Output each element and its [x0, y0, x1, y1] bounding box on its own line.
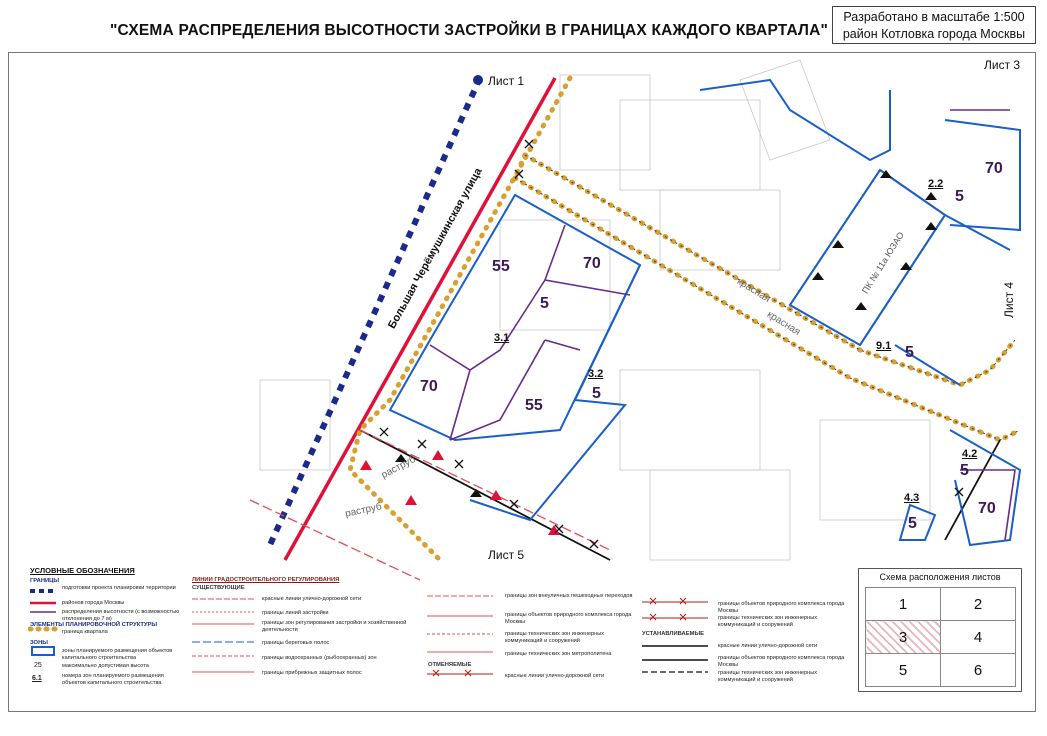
zone-height: 70: [985, 160, 1003, 177]
legend-col4b-item: границы объектов природного комплекса го…: [718, 655, 845, 668]
legend-item: зоны планируемого размещения объектов ка…: [62, 648, 173, 661]
sheet-cell-2[interactable]: 2: [940, 587, 1016, 621]
legend-col3-item: границы технических зон инженерных комму…: [505, 631, 605, 644]
legend-borders-title: ГРАНИЦЫ: [30, 578, 60, 584]
sheet-cell-3-current[interactable]: 3: [865, 620, 941, 654]
zone-height: 5: [905, 344, 914, 361]
sheet5-label: Лист 5: [488, 548, 525, 562]
scale-line: Разработано в масштабе 1:500: [843, 10, 1025, 24]
red-markers: [360, 450, 560, 535]
legend-line: границы линий застройки: [262, 610, 329, 616]
legend-item: номера зон планируемого размещения объек…: [62, 673, 164, 686]
legend-col3-item: границы зон внеуличных пешеходных перехо…: [505, 593, 633, 599]
legend-item: районов города Москвы: [62, 600, 125, 606]
legend-col3-symbols: [427, 595, 493, 677]
zone-number: 3.1: [494, 332, 510, 344]
zone-height: 5: [908, 515, 917, 532]
legend-col4-item: границы технических зон инженерных комму…: [718, 615, 818, 628]
legend-item: подготовки проекта планировки территории: [62, 585, 176, 591]
legend-cancelled: ОТМЕНЯЕМЫЕ: [428, 662, 472, 668]
zone-number: 9.1: [876, 340, 892, 352]
legend-col4-symbols: [642, 597, 708, 673]
blue-zones: [388, 78, 1022, 547]
map-title: "СХЕМА РАСПРЕДЕЛЕНИЯ ВЫСОТНОСТИ ЗАСТРОЙК…: [110, 22, 829, 39]
legend-item: ЭЛЕМЕНТЫ ПЛАНИРОВОЧНОЙ СТРУКТУРЫ: [30, 622, 158, 628]
scale-box: Разработано в масштабе 1:500 район Котло…: [832, 6, 1036, 44]
zone-height: 70: [978, 500, 996, 517]
zone-number: 4.3: [904, 492, 920, 504]
legend-item: граница квартала: [62, 629, 108, 635]
quarter-boundary: [347, 75, 1023, 563]
legend-sample-25: 25: [34, 662, 42, 669]
sheet-scheme: Схема расположения листов 1 2 3 4 5 6: [858, 568, 1022, 692]
zone-height: 55: [525, 397, 543, 414]
zone-height: 70: [420, 378, 438, 395]
legend-col3-item: границы объектов природного комплекса го…: [505, 612, 632, 625]
legend-existing: СУЩЕСТВУЮЩИЕ: [192, 585, 245, 591]
legend-col4-item: границы объектов природного комплекса го…: [718, 601, 845, 614]
background-buildings: [259, 59, 931, 561]
district-border: [283, 77, 557, 561]
legend-line: границы зон регулирования застройки и хо…: [262, 620, 407, 633]
zone-height: 5: [540, 295, 549, 312]
legend-line-symbols: [192, 598, 254, 673]
zone-height: 55: [492, 258, 510, 275]
district-line: район Котловка города Москвы: [842, 27, 1026, 41]
legend-established: УСТАНАВЛИВАЕМЫЕ: [642, 631, 704, 637]
legend-sample-61: 6.1: [32, 675, 42, 682]
sheet-cell-1[interactable]: 1: [865, 587, 941, 621]
sheet4-label: Лист 4: [1002, 281, 1016, 318]
zone-number: 4.2: [962, 448, 978, 460]
legend-line: границы водоохранных (рыбоохранных) зон: [262, 655, 377, 661]
legend-item: максимально допустимая высота: [62, 663, 149, 669]
zone-height: 5: [955, 188, 964, 205]
sheet-scheme-title: Схема расположения листов: [879, 572, 1001, 582]
planning-border: [267, 76, 483, 547]
legend-item: распределения высотности (с возможностью…: [62, 609, 180, 622]
legend-item: ЗОНЫ: [30, 640, 48, 646]
sheet1-label: Лист 1: [488, 74, 525, 88]
legend-line: границы прибрежных защитных полос: [262, 670, 362, 676]
sheet-cell-6[interactable]: 6: [940, 653, 1016, 687]
sheet-cell-5[interactable]: 5: [865, 653, 941, 687]
sheet-grid: 1 2 3 4 5 6: [865, 587, 1016, 687]
zone-height: 70: [583, 255, 601, 272]
map-frame: [8, 52, 1036, 712]
legend-lines-title: ЛИНИИ ГРАДОСТРОИТЕЛЬНОГО РЕГУЛИРОВАНИЯ: [192, 577, 340, 583]
zone-number: 2.2: [928, 178, 944, 190]
zone-number: 3.2: [588, 368, 604, 380]
zone-height: 5: [960, 462, 969, 479]
legend-line: красные линии улично-дорожной сети: [262, 596, 362, 602]
legend-title: УСЛОВНЫЕ ОБОЗНАЧЕНИЯ: [30, 566, 135, 575]
black-markers: [395, 170, 937, 497]
sheet3-label: Лист 3: [984, 58, 1021, 72]
zone-height: 5: [592, 385, 601, 402]
sheet-cell-4[interactable]: 4: [940, 620, 1016, 654]
legend-symbols: [28, 589, 58, 656]
legend-col3-item: границы технических зон метрополитена: [505, 651, 612, 657]
legend-col4b-item: границы технических зон инженерных комму…: [718, 670, 818, 683]
height-borders: [429, 109, 1016, 541]
legend-line: границы береговых полос: [262, 640, 330, 646]
legend-cancelled-item: красные линии улично-дорожной сети: [505, 673, 605, 679]
legend-col4b-item: красные линии улично-дорожной сети: [718, 643, 818, 649]
cancelled-marks: [379, 139, 964, 549]
